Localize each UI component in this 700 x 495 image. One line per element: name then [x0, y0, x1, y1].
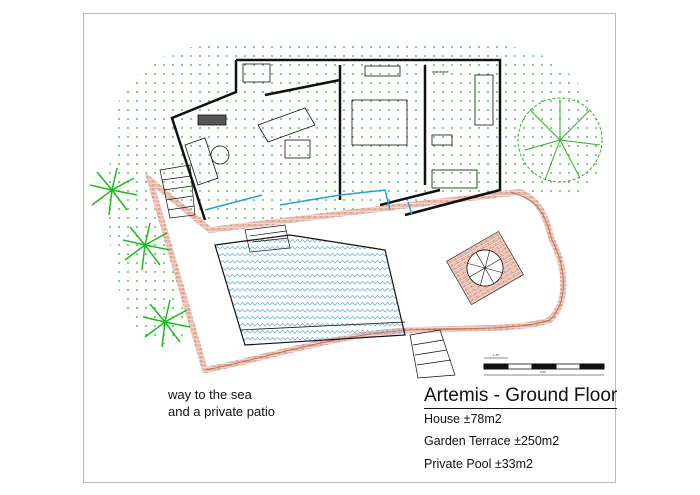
- pool-steps: [244, 224, 291, 253]
- private-pool: [214, 234, 406, 346]
- terrace-stairs: [159, 164, 456, 379]
- plan-title: Artemis - Ground Floor: [424, 385, 618, 409]
- scale-long-label: 5.00: [540, 370, 546, 374]
- private-pool-area: Private Pool ±33m2: [424, 457, 533, 471]
- drawing-frame: [83, 13, 616, 483]
- palm-tree-icons: [89, 167, 191, 348]
- garden-terrace-area: Garden Terrace ±250m2: [424, 434, 560, 448]
- scale-short-label: 1.25: [493, 353, 499, 357]
- wardrobe-label: wardrobe: [432, 69, 449, 74]
- note-way-to-sea: way to the sea and a private patio: [168, 386, 275, 420]
- house-area: House ±78m2: [424, 412, 502, 426]
- glazing: [204, 189, 413, 216]
- tree-icon: [517, 97, 603, 183]
- house-walls: [170, 58, 502, 221]
- note-line: way to the sea: [168, 387, 252, 402]
- patio-umbrella: [446, 230, 524, 306]
- note-line: and a private patio: [168, 404, 275, 419]
- scale-bar: [483, 357, 605, 376]
- furniture: [184, 63, 494, 189]
